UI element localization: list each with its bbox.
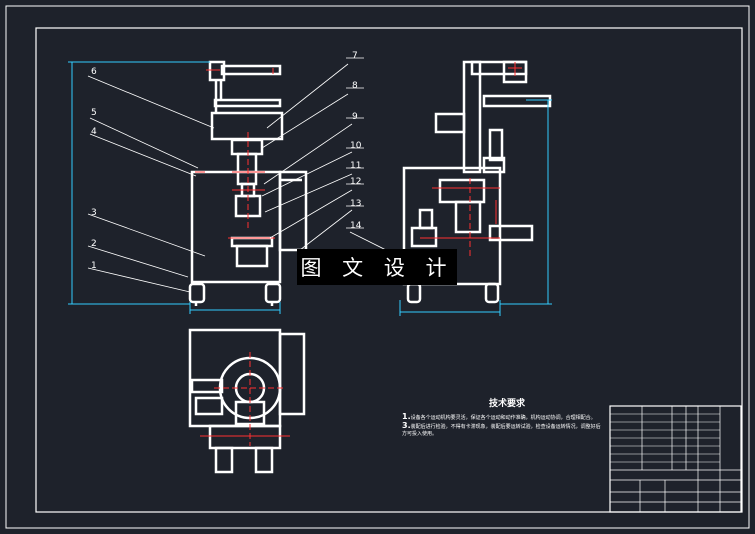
callout-1: 1 <box>91 261 97 271</box>
note-number: 1. <box>402 412 411 421</box>
top-view <box>188 328 306 474</box>
notes-title: 技术要求 <box>488 399 525 409</box>
side-dimensions <box>399 99 552 316</box>
callout-4: 4 <box>91 127 97 137</box>
inner-frame <box>35 27 743 513</box>
callout-2: 2 <box>91 239 97 249</box>
callout-6: 6 <box>91 67 97 77</box>
note-item: 1.设备各个运动机构要灵活，保证各个运动和动作准确，机构运动协调，合理相配合。 <box>402 413 602 422</box>
top-centerlines <box>200 352 290 446</box>
side-centerlines <box>420 62 522 256</box>
callout-8: 8 <box>352 81 358 91</box>
watermark-banner: 图 文 设 计 <box>297 249 457 285</box>
note-text: 装配后进行检验，不得有卡滞现象，装配后要运转试验，检查设备运转情况，调整好后方可… <box>402 424 601 437</box>
callout-5: 5 <box>91 108 97 118</box>
callout-leaders <box>87 57 391 293</box>
note-item: 3.装配后进行检验，不得有卡滞现象，装配后要运转试验，检查设备运转情况，调整好后… <box>402 422 602 438</box>
outer-border <box>5 5 750 529</box>
callout-9: 9 <box>352 112 358 122</box>
callout-11: 11 <box>350 161 362 171</box>
callout-12: 12 <box>350 177 362 187</box>
front-view <box>188 60 308 306</box>
callout-7: 7 <box>352 51 358 61</box>
title-block <box>609 405 742 513</box>
note-number: 3. <box>402 421 411 430</box>
front-dimensions <box>68 61 281 314</box>
callout-3: 3 <box>91 208 97 218</box>
title-block-rows <box>610 413 720 463</box>
callout-13: 13 <box>350 199 362 209</box>
note-text: 设备各个运动机构要灵活，保证各个运动和动作准确，机构运动协调，合理相配合。 <box>410 415 596 421</box>
callout-14: 14 <box>350 221 362 231</box>
front-centerlines <box>195 68 275 239</box>
technical-requirements: 技术要求 1.设备各个运动机构要灵活，保证各个运动和动作准确，机构运动协调，合理… <box>402 396 602 438</box>
callout-10: 10 <box>350 141 362 151</box>
